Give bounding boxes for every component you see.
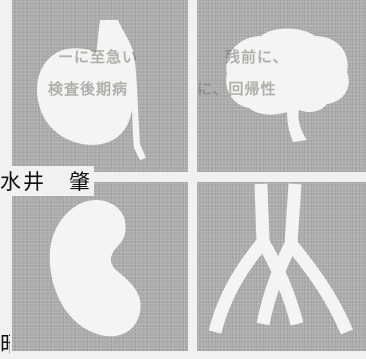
organ-panel-grid: ーに至急い 検査後期病 残前に、 に、回帰性	[12, 0, 366, 351]
brain-panel: 残前に、 に、回帰性	[197, 0, 366, 172]
kidney-panel	[12, 182, 188, 351]
overlay-text-1: ーに至急い	[58, 48, 139, 66]
bottom-text-fragment: 昭	[0, 327, 10, 359]
blood-vessel-icon	[208, 183, 353, 335]
brain-icon	[226, 28, 349, 142]
kidney-icon	[49, 200, 141, 337]
overlay-text-2: 残前に、	[225, 48, 289, 66]
blood-vessel-panel	[197, 182, 366, 351]
stomach-panel: ーに至急い 検査後期病	[12, 0, 188, 172]
author-name-fragment: 水井 肇	[0, 166, 94, 196]
stomach-icon	[36, 20, 146, 160]
overlay-text-4: に、回帰性	[197, 80, 277, 98]
overlay-text-3: 検査後期病	[48, 80, 129, 98]
